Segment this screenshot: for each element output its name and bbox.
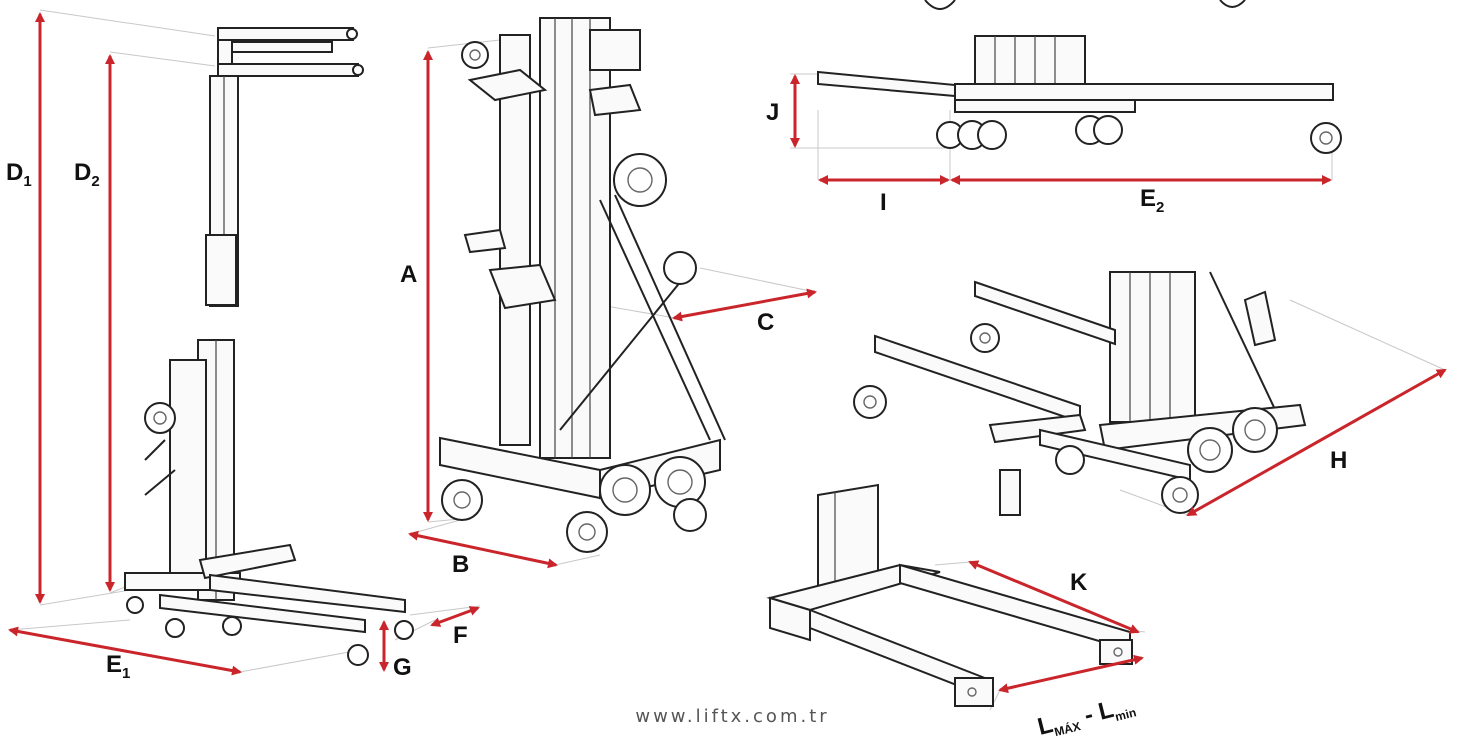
label-j: J (766, 99, 779, 126)
label-k: K (1070, 569, 1088, 596)
fork-attachment-view: K LMÁX - Lmin (766, 483, 1146, 736)
dimension-line-c (672, 288, 817, 322)
label-c: C (757, 309, 774, 336)
dimension-line-k (968, 560, 1140, 634)
dimension-line-e1 (8, 626, 242, 676)
label-d1: D1 (6, 159, 32, 190)
dimension-line-b (408, 530, 558, 569)
label-h: H (1330, 447, 1347, 474)
dimension-line-f (430, 606, 480, 627)
label-a: A (400, 261, 417, 288)
website-watermark: www.liftx.com.tr (635, 706, 830, 727)
lift-front-view: D1 D2 E1 F G (6, 9, 481, 682)
label-e1: E1 (106, 651, 130, 682)
lift-perspective-view: A B C (400, 17, 817, 578)
dimension-line-h (1186, 368, 1447, 517)
base-perspective-view: H (853, 271, 1447, 517)
label-f: F (453, 622, 468, 649)
label-b: B (452, 551, 469, 578)
label-e2: E2 (1140, 185, 1164, 216)
label-d2: D2 (74, 159, 100, 190)
dimension-line-l (998, 654, 1144, 694)
outrigger-top-view: J I E2 (766, 0, 1342, 216)
label-i: I (880, 189, 887, 216)
label-g: G (393, 654, 412, 681)
